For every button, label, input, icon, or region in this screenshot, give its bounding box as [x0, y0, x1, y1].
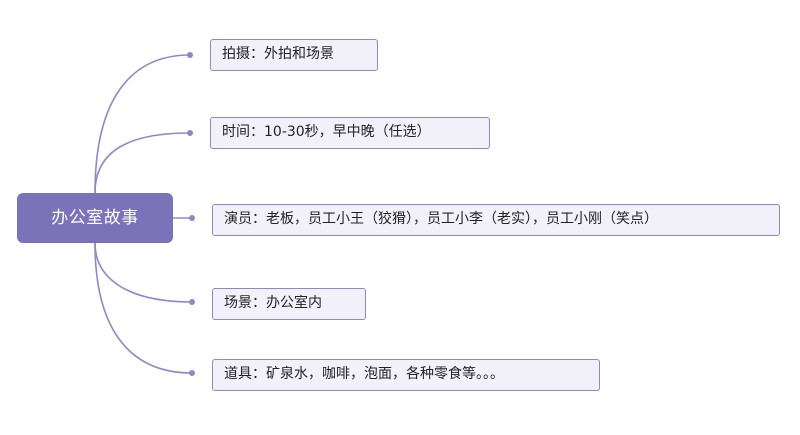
connector-branch-4 [94, 242, 193, 303]
connector-dot-2 [187, 130, 193, 136]
connector-dot-5 [189, 370, 195, 376]
connector-branch-1 [94, 54, 191, 194]
branch-topic-time[interactable]: 时间：10-30秒，早中晚（任选） [210, 117, 490, 149]
connector-dot-1 [187, 52, 193, 58]
branch-topic-scene[interactable]: 场景：办公室内 [212, 288, 366, 320]
connector-branch-5 [94, 242, 193, 374]
branch-topic-shooting[interactable]: 拍摄：外拍和场景 [210, 39, 378, 71]
branch-topic-actors[interactable]: 演员：老板，员工小王（狡猾），员工小李（老实），员工小刚（笑点） [212, 204, 780, 236]
branch-topic-props[interactable]: 道具：矿泉水，咖啡，泡面，各种零食等。。。 [212, 359, 600, 391]
connector-branch-2 [94, 132, 191, 194]
connector-dot-4 [189, 299, 195, 305]
connector-dot-3 [189, 215, 195, 221]
root-topic[interactable]: 办公室故事 [17, 193, 173, 243]
